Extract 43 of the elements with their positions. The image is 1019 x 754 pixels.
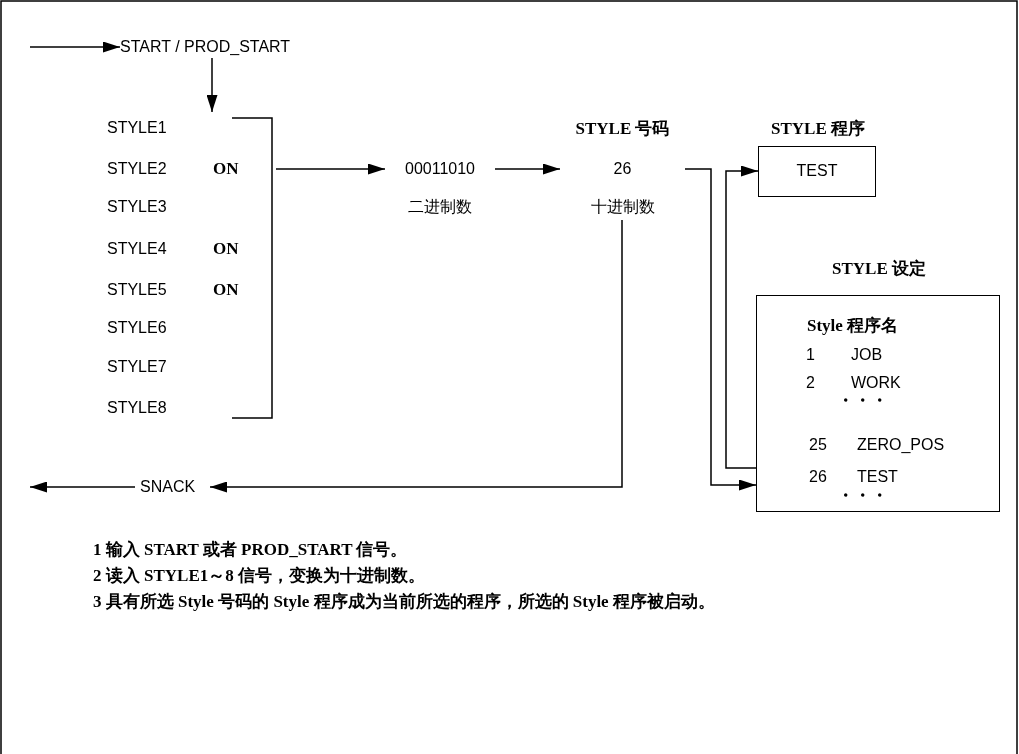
note-text: 1 输入 START 或者 PROD_START 信号。 bbox=[93, 539, 408, 561]
arrow bbox=[494, 163, 561, 175]
row-number: 2 bbox=[806, 373, 815, 393]
row-number: 26 bbox=[809, 467, 827, 487]
binary-value: 00011010 bbox=[405, 159, 475, 179]
ellipsis: ・・・ bbox=[837, 486, 888, 506]
program-name: ZERO_POS bbox=[857, 435, 945, 455]
signal-state: ON bbox=[213, 159, 239, 179]
arrow bbox=[209, 219, 623, 493]
signal-name: STYLE6 bbox=[107, 318, 167, 338]
panel-heading: STYLE 程序 bbox=[771, 119, 865, 139]
signal-name: STYLE1 bbox=[107, 118, 167, 138]
row-number: 25 bbox=[809, 435, 827, 455]
program-name: JOB bbox=[851, 345, 883, 365]
signal-state: ON bbox=[213, 239, 239, 259]
program-name: TEST bbox=[857, 467, 898, 487]
arrow bbox=[29, 481, 136, 493]
table-heading: Style 程序名 bbox=[807, 316, 899, 336]
arrow bbox=[684, 168, 757, 491]
signal-name: STYLE3 bbox=[107, 197, 167, 217]
number-caption: 十进制数 bbox=[590, 197, 655, 217]
signal-name: STYLE2 bbox=[107, 159, 167, 179]
note-text: 2 读入 STYLE1～8 信号，变换为十进制数。 bbox=[93, 565, 425, 587]
arrow bbox=[29, 41, 121, 53]
panel-heading: STYLE 设定 bbox=[832, 259, 926, 279]
ellipsis: ・・・ bbox=[837, 391, 888, 411]
arrow bbox=[725, 165, 759, 469]
arrow bbox=[206, 57, 218, 113]
row-number: 1 bbox=[806, 345, 815, 365]
signal-name: STYLE5 bbox=[107, 280, 167, 300]
program-name: TEST bbox=[796, 161, 838, 181]
signal-label: START / PROD_START bbox=[120, 37, 291, 57]
decimal-value: 26 bbox=[613, 159, 632, 179]
note-text: 3 具有所选 Style 号码的 Style 程序成为当前所选的程序，所选的 Style 程序被启动。 bbox=[93, 591, 715, 613]
signal-label: SNACK bbox=[140, 477, 196, 497]
signal-name: STYLE8 bbox=[107, 398, 167, 418]
arrow bbox=[275, 163, 386, 175]
signal-name: STYLE7 bbox=[107, 357, 167, 377]
signal-state: ON bbox=[213, 280, 239, 300]
column-heading: STYLE 号码 bbox=[575, 119, 670, 139]
signal-name: STYLE4 bbox=[107, 239, 167, 259]
number-caption: 二进制数 bbox=[408, 197, 472, 217]
program-name: WORK bbox=[851, 373, 901, 393]
